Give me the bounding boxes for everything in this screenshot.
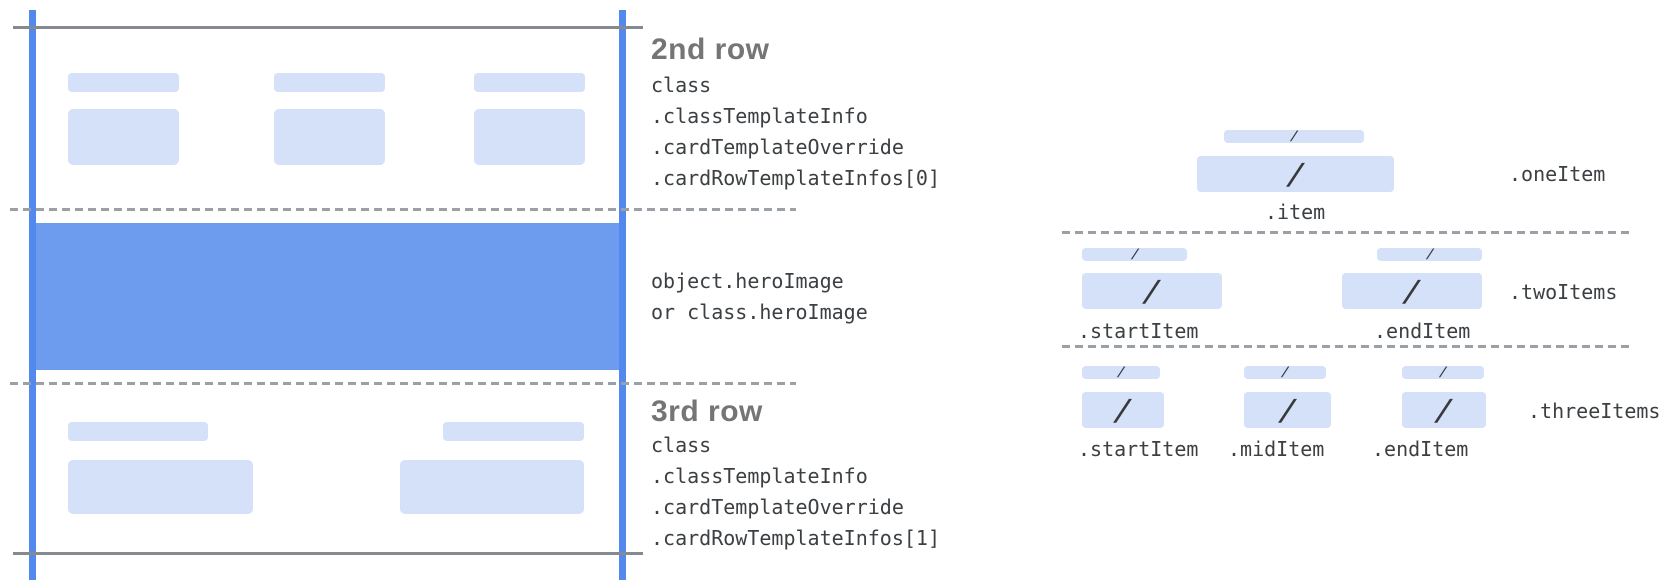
slash-glyph: /: [1431, 393, 1457, 427]
mid-item-field-label: .midItem: [1228, 437, 1325, 461]
card-top-boundary-line: [13, 26, 643, 29]
field-label-placeholder: [68, 73, 179, 92]
field-value-placeholder: [68, 460, 253, 514]
three-items-row-label: .threeItems: [1528, 399, 1661, 423]
third-row-code-line: .cardTemplateOverride: [651, 495, 904, 519]
item-label-bar: /: [1244, 365, 1326, 380]
card-right-edge-line: [619, 10, 626, 580]
hero-image-code-line: or class.heroImage: [651, 300, 868, 324]
slash-glyph: /: [1288, 129, 1300, 144]
slash-glyph: /: [1399, 274, 1425, 308]
slash-glyph: /: [1437, 365, 1449, 380]
field-label-placeholder: [443, 422, 584, 441]
second-row-code-line: .classTemplateInfo: [651, 104, 868, 128]
item-label-bar: /: [1082, 365, 1160, 380]
item-value-bar: /: [1082, 392, 1164, 428]
third-row-code-line: class: [651, 433, 712, 457]
hero-image-band: [29, 223, 626, 370]
second-row-heading: 2nd row: [651, 33, 770, 66]
field-value-placeholder: [68, 109, 179, 165]
card-bottom-boundary-line: [13, 552, 643, 555]
hero-bottom-dashed-divider: [10, 382, 796, 385]
hero-top-dashed-divider: [10, 208, 796, 211]
slash-glyph: /: [1139, 274, 1165, 308]
second-row-code-line: class: [651, 73, 712, 97]
field-value-placeholder: [474, 109, 585, 165]
slash-glyph: /: [1424, 247, 1435, 262]
slash-glyph: /: [1283, 157, 1308, 191]
item-label-bar: /: [1377, 247, 1482, 262]
field-label-placeholder: [474, 73, 585, 92]
slash-glyph: /: [1110, 393, 1136, 427]
item-value-bar: /: [1197, 156, 1394, 192]
hero-image-code-line: object.heroImage: [651, 269, 844, 293]
item-field-label: .item: [1265, 200, 1326, 224]
item-label-bar: /: [1082, 247, 1187, 262]
items-row-dashed-divider: [1062, 231, 1630, 234]
slash-glyph: /: [1115, 365, 1127, 380]
item-label-bar: /: [1224, 129, 1364, 144]
item-label-bar: /: [1402, 365, 1484, 380]
third-row-code-line: .classTemplateInfo: [651, 464, 868, 488]
second-row-code-line: .cardTemplateOverride: [651, 135, 904, 159]
field-label-placeholder: [274, 73, 385, 92]
item-value-bar: /: [1402, 392, 1486, 428]
slash-glyph: /: [1275, 393, 1300, 427]
field-value-placeholder: [400, 460, 584, 514]
field-value-placeholder: [274, 109, 385, 165]
one-item-row-label: .oneItem: [1509, 162, 1606, 186]
field-label-placeholder: [68, 422, 208, 441]
end-item-field-label: .endItem: [1374, 319, 1471, 343]
end-item-field-label: .endItem: [1372, 437, 1469, 461]
third-row-heading: 3rd row: [651, 395, 763, 428]
slash-glyph: /: [1129, 247, 1140, 262]
slash-glyph: /: [1279, 365, 1291, 380]
start-item-field-label: .startItem: [1078, 319, 1199, 343]
items-row-dashed-divider: [1062, 345, 1630, 348]
second-row-code-line: .cardRowTemplateInfos[0]: [651, 166, 940, 190]
item-value-bar: /: [1082, 273, 1222, 309]
two-items-row-label: .twoItems: [1509, 280, 1618, 304]
item-value-bar: /: [1244, 392, 1331, 428]
start-item-field-label: .startItem: [1078, 437, 1199, 461]
item-value-bar: /: [1342, 273, 1482, 309]
third-row-code-line: .cardRowTemplateInfos[1]: [651, 526, 940, 550]
card-left-edge-line: [29, 10, 36, 580]
